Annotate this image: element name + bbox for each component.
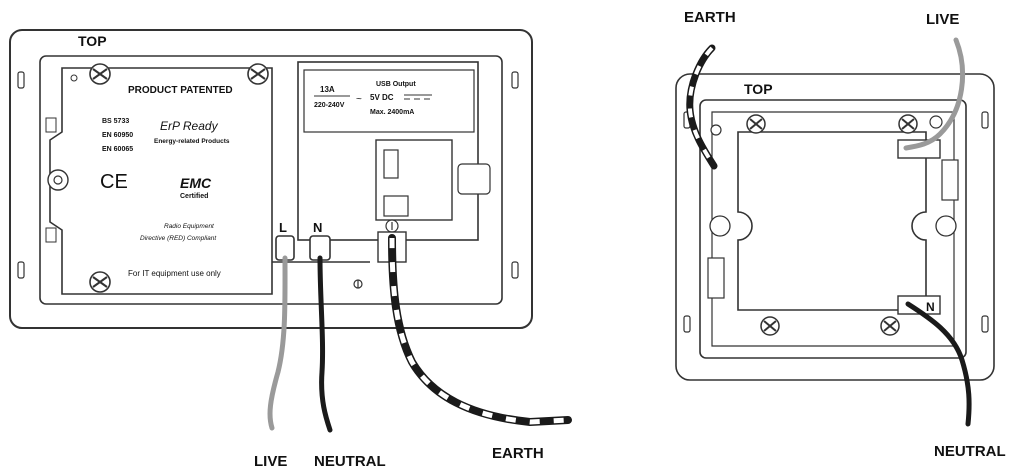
usb-output-title: USB Output <box>376 81 416 88</box>
right-terminal-n-label: N <box>926 300 935 314</box>
right-live-label: LIVE <box>926 11 959 28</box>
screw-icon <box>760 316 780 336</box>
right-backbox-diagram: TOP N EARTH LIVE NEUTRAL <box>675 9 1006 460</box>
usb-volt: 5V DC <box>370 93 394 102</box>
right-live-wire <box>903 37 966 151</box>
it-use-label: For IT equipment use only <box>128 269 221 278</box>
standard-2: EN 60950 <box>102 132 133 139</box>
erp-sub-label: Energy-related Products <box>154 138 230 145</box>
rating-volt: 220-240V <box>314 102 345 109</box>
terminal-n-label: N <box>313 220 322 235</box>
terminal-l-label: L <box>279 220 287 235</box>
left-module-outline <box>49 67 273 295</box>
right-earth-label: EARTH <box>684 9 736 26</box>
red-compliant-label: Directive (RED) Compliant <box>140 235 217 242</box>
screw-icon <box>89 63 111 85</box>
screw-icon <box>89 271 111 293</box>
radio-equipment-label: Radio Equipment <box>164 223 215 230</box>
right-neutral-label: NEUTRAL <box>934 443 1006 460</box>
emc-label: EMC <box>180 175 212 191</box>
screw-icon <box>746 114 766 134</box>
top-label: TOP <box>78 33 107 49</box>
emc-sub-label: Certified <box>180 193 208 200</box>
ce-mark: CE <box>100 171 128 193</box>
standard-3: EN 60065 <box>102 146 133 153</box>
neutral-wire-label: NEUTRAL <box>314 453 386 470</box>
neutral-wire <box>317 255 333 433</box>
erp-ready-label: ErP Ready <box>160 119 219 133</box>
right-back-box <box>699 99 967 359</box>
screw-icon <box>247 63 269 85</box>
screw-icon <box>880 316 900 336</box>
live-terminal <box>897 139 941 159</box>
rating-tilde: ~ <box>356 94 362 105</box>
live-wire <box>267 255 288 431</box>
earth-wire-label: EARTH <box>492 445 544 462</box>
usb-max: Max. 2400mA <box>370 109 414 116</box>
rating-amp: 13A <box>320 85 335 94</box>
standard-1: BS 5733 <box>102 118 129 125</box>
left-socket-diagram: TOP PRODUCT PATENTED BS 5733 EN 60950 EN… <box>9 29 572 470</box>
live-wire-label: LIVE <box>254 453 287 470</box>
right-neutral-wire <box>905 301 972 427</box>
product-patented-label: PRODUCT PATENTED <box>128 85 233 96</box>
screw-icon <box>898 114 918 134</box>
right-top-label: TOP <box>744 81 773 97</box>
